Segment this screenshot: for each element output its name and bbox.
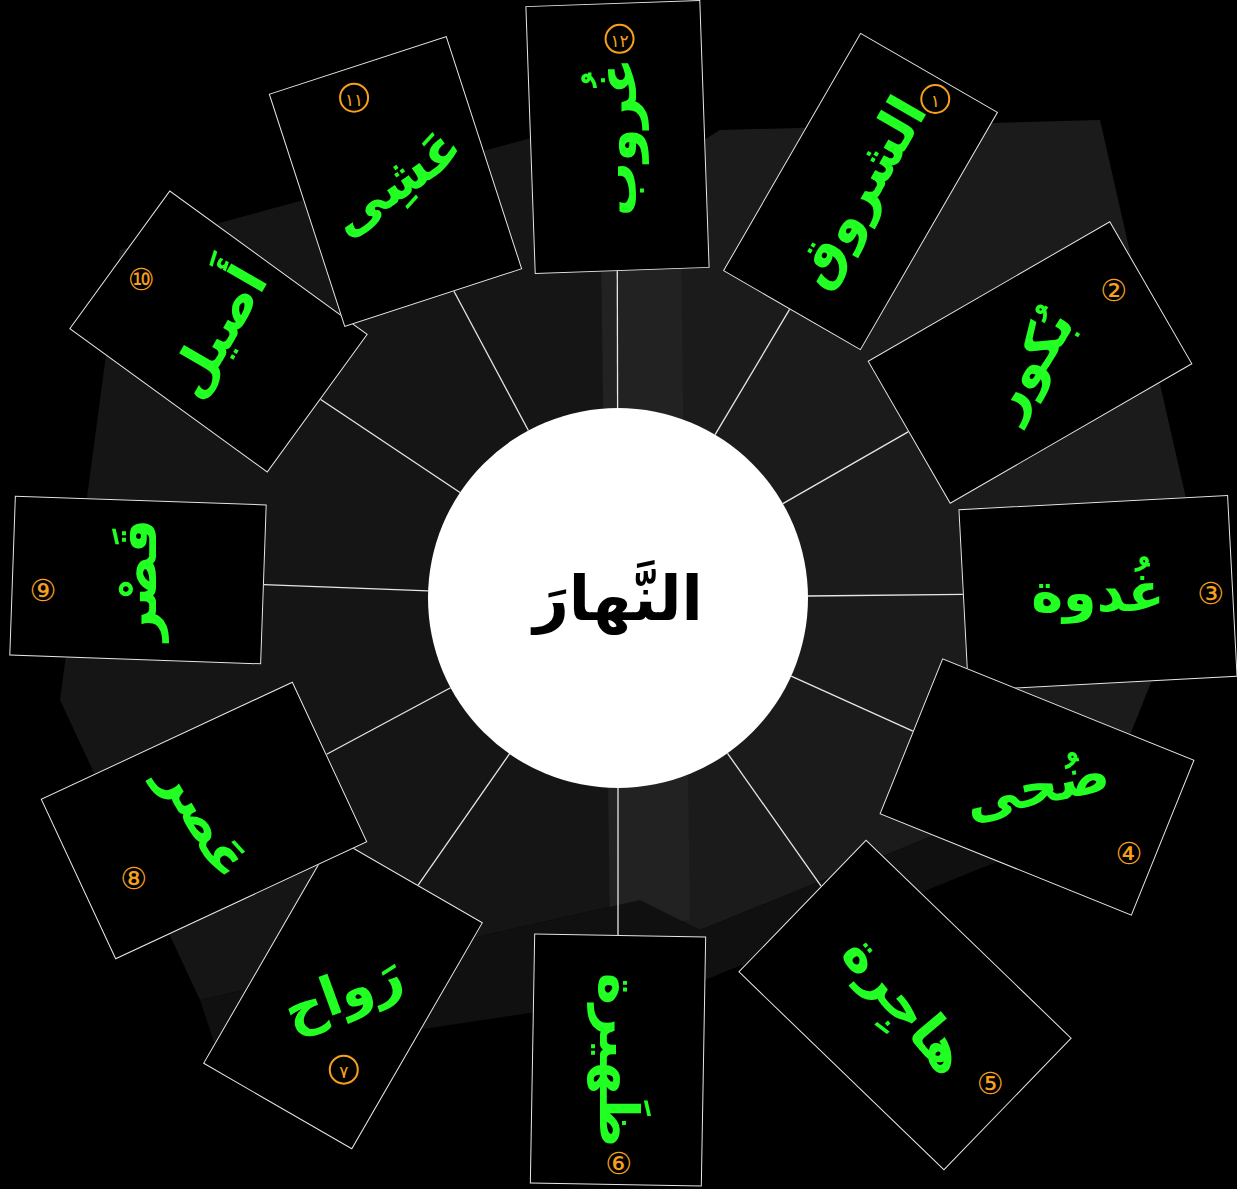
callout-number: ⑤: [977, 1069, 1004, 1099]
callout-number: ⑩: [127, 264, 154, 294]
callout-number: ③: [1198, 579, 1225, 609]
connector-line: [783, 432, 909, 504]
term-word: ضُحى: [959, 740, 1115, 834]
term-word: هاجِرة: [828, 922, 982, 1088]
callout-number: ⑧: [120, 863, 147, 893]
callout-number: ④: [1115, 839, 1142, 869]
connector-line: [327, 688, 451, 754]
callout-number: ②: [1100, 275, 1127, 305]
connector-line: [264, 585, 428, 591]
connector-line: [727, 753, 821, 886]
term-word: رَواح: [275, 942, 412, 1045]
callout-number: ١: [920, 83, 950, 113]
center-title: النَّهارَ: [533, 562, 703, 635]
term-word: عَصر: [145, 750, 263, 890]
callout-number: ⑥: [605, 1149, 632, 1179]
connector-line: [791, 676, 913, 731]
term-word: قَصْر: [106, 519, 171, 641]
term-box: غُدوة ③: [958, 495, 1237, 691]
term-word: غُروب: [585, 58, 650, 216]
connector-line: [320, 399, 460, 492]
term-word: أَصيل: [155, 254, 282, 408]
term-word: بُكور: [972, 295, 1089, 428]
term-box: قَصْر ⑨: [9, 496, 266, 665]
callout-number: ٧: [328, 1054, 358, 1084]
term-box: ظَهيرة⑥: [530, 934, 706, 1187]
term-box: غُروب ١٢: [525, 0, 709, 274]
callout-number: ١١: [338, 83, 368, 113]
term-word: عَشِى: [316, 112, 473, 249]
connector-line: [715, 309, 790, 434]
connector-line: [808, 594, 963, 596]
callout-number: ⑨: [29, 576, 56, 606]
connector-line: [418, 754, 509, 885]
center-circle: النَّهارَ: [428, 408, 808, 788]
connector-line: [617, 271, 619, 408]
callout-number: ١٢: [604, 24, 634, 54]
term-word: غُدوة: [1031, 561, 1165, 626]
connector-line: [617, 788, 618, 935]
term-word: ظَهيرة: [586, 973, 651, 1147]
connector-line: [454, 291, 529, 431]
